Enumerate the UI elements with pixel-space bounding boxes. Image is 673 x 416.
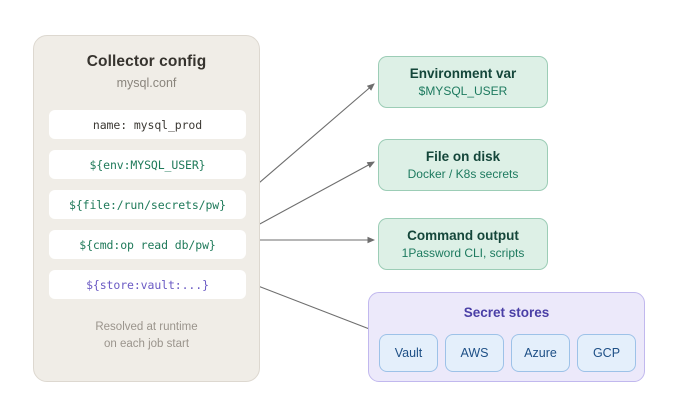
card-file-on-disk-title: File on disk <box>425 149 501 164</box>
connector-env-arrow <box>244 83 375 196</box>
collector-config-filename: mysql.conf <box>116 76 177 90</box>
store-chip-azure[interactable]: Azure <box>511 334 570 372</box>
card-environment-var-title: Environment var <box>409 66 517 81</box>
config-row-name[interactable]: name: mysql_prod <box>49 110 246 139</box>
card-command-output-title: Command output <box>407 228 519 243</box>
collector-config-footer: Resolved at runtime on each job start <box>34 319 259 353</box>
store-chip-aws[interactable]: AWS <box>445 334 504 372</box>
secret-stores-title: Secret stores <box>463 305 550 320</box>
store-chip-gcp[interactable]: GCP <box>577 334 636 372</box>
config-row-store[interactable]: ${store:vault:...} <box>49 270 246 299</box>
card-file-on-disk-subtitle: Docker / K8s secrets <box>407 167 519 181</box>
card-environment-var-subtitle: $MYSQL_USER <box>418 84 508 98</box>
footer-line-1: Resolved at runtime <box>95 321 198 333</box>
collector-config-title: Collector config <box>86 53 207 70</box>
config-row-file[interactable]: ${file:/run/secrets/pw} <box>49 190 246 219</box>
footer-line-2: on each job start <box>103 338 190 350</box>
collector-config-panel: Collector config mysql.conf name: mysql_… <box>33 35 260 382</box>
config-row-env[interactable]: ${env:MYSQL_USER} <box>49 150 246 179</box>
config-row-cmd[interactable]: ${cmd:op read db/pw} <box>49 230 246 259</box>
secret-stores-chip-list: Vault AWS Azure GCP <box>379 334 636 372</box>
card-environment-var[interactable]: Environment var $MYSQL_USER <box>378 56 548 108</box>
store-chip-vault[interactable]: Vault <box>379 334 438 372</box>
connector-file-arrow <box>244 161 375 233</box>
secret-stores-panel: Secret stores Vault AWS Azure GCP <box>368 292 645 382</box>
card-command-output-subtitle: 1Password CLI, scripts <box>401 246 525 260</box>
card-file-on-disk[interactable]: File on disk Docker / K8s secrets <box>378 139 548 191</box>
connector-store-line <box>244 280 373 331</box>
card-command-output[interactable]: Command output 1Password CLI, scripts <box>378 218 548 270</box>
config-row-list: name: mysql_prod ${env:MYSQL_USER} ${fil… <box>49 110 246 310</box>
